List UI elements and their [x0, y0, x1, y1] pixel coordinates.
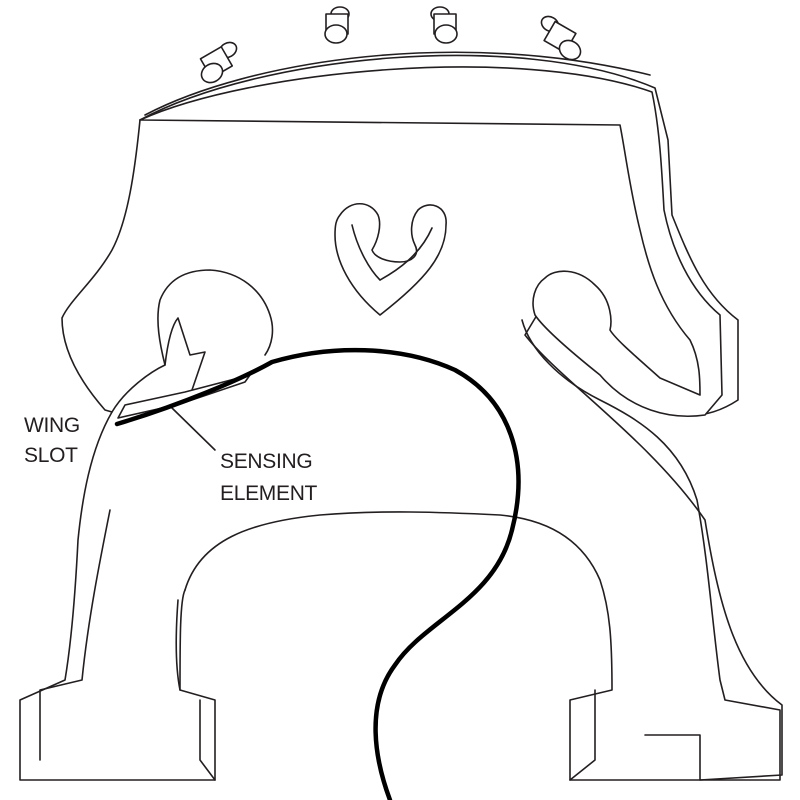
sensing-element-leader [171, 407, 216, 451]
bridge-body [139, 66, 723, 418]
left-leg-inner-edge [39, 509, 111, 761]
string-roller-3 [430, 6, 458, 44]
left-foot-edge [199, 699, 216, 781]
right-leg-inner-edge [175, 599, 181, 691]
wing-slot-label-line2: SLOT [24, 444, 78, 467]
bridge-side-face [139, 54, 783, 781]
string-roller-2 [324, 6, 350, 44]
heart-inner-wall [351, 224, 433, 281]
right-foot-edge [569, 689, 596, 781]
wing-slot-label-line1: WING [24, 414, 80, 437]
bridge-right-leg [184, 319, 781, 781]
string-roller-4 [540, 15, 582, 61]
bridge-left-leg [19, 411, 216, 781]
sensing-element-label-line2: ELEMENT [220, 482, 318, 505]
string-roller-1 [199, 41, 238, 84]
heart-cutout [334, 202, 447, 316]
bridge-left-side [61, 119, 274, 413]
left-cutout-wall [164, 317, 206, 391]
sensing-element-label-line1: SENSING [220, 450, 312, 473]
pickup-cable [114, 347, 521, 800]
